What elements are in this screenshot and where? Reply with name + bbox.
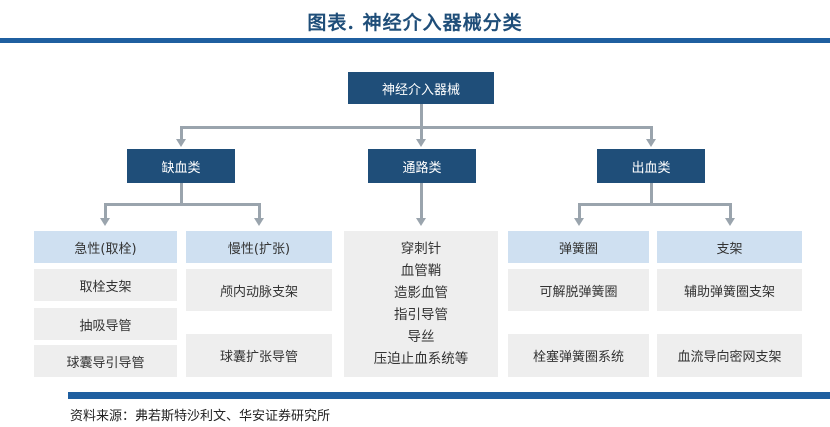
arrow-icon [100, 218, 110, 226]
bottom-rule [68, 392, 830, 399]
connector [180, 183, 183, 203]
item-embolic-coil-system: 栓塞弹簧圈系统 [508, 334, 649, 377]
arrow-icon [416, 139, 426, 147]
subcategory-chronic: 慢性(扩张) [186, 231, 332, 263]
subcategory-stent: 支架 [657, 231, 802, 263]
arrow-icon [416, 218, 426, 226]
subcategory-acute: 急性(取栓) [34, 231, 177, 263]
page-title: 图表. 神经介入器械分类 [307, 12, 523, 34]
item-balloon-guide-catheter: 球囊导引导管 [34, 345, 177, 377]
arrow-icon [574, 218, 584, 226]
connector [104, 203, 261, 206]
category-access: 通路类 [368, 149, 476, 183]
item-flow-diverter: 血流导向密网支架 [657, 334, 802, 377]
item-intracranial-stent: 颅内动脉支架 [186, 269, 332, 311]
arrow-icon [254, 218, 264, 226]
top-rule [0, 38, 830, 43]
connector [578, 203, 732, 206]
connector [420, 126, 423, 139]
connector [180, 126, 183, 139]
connector [650, 183, 653, 203]
connector [180, 126, 653, 129]
source-note: 资料来源：弗若斯特沙利文、华安证券研究所 [70, 409, 331, 424]
item-balloon-dilation-catheter: 球囊扩张导管 [186, 334, 332, 377]
list-item: 导丝 [407, 329, 435, 345]
category-hemorrhagic: 出血类 [597, 149, 705, 183]
access-items-panel: 穿刺针 血管鞘 造影血管 指引导管 导丝 压迫止血系统等 [344, 231, 498, 377]
connector [650, 126, 653, 139]
subcategory-coil: 弹簧圈 [508, 231, 649, 263]
list-item: 造影血管 [394, 285, 448, 301]
arrow-icon [646, 139, 656, 147]
connector [258, 203, 261, 218]
item-coil-assist-stent: 辅助弹簧圈支架 [657, 269, 802, 311]
connector [104, 203, 107, 218]
connector [578, 203, 581, 218]
list-item: 压迫止血系统等 [373, 351, 469, 367]
root-node: 神经介入器械 [348, 72, 494, 104]
item-aspiration-catheter: 抽吸导管 [34, 308, 177, 340]
arrow-icon [725, 218, 735, 226]
connector [420, 183, 423, 218]
item-detachable-coil: 可解脱弹簧圈 [508, 269, 649, 311]
arrow-icon [176, 139, 186, 147]
item-thrombectomy-stent: 取栓支架 [34, 269, 177, 301]
list-item: 血管鞘 [400, 263, 442, 279]
list-item: 穿刺针 [400, 241, 442, 257]
connector [420, 104, 423, 126]
list-item: 指引导管 [394, 307, 448, 323]
category-ischemic: 缺血类 [127, 149, 235, 183]
connector [729, 203, 732, 218]
